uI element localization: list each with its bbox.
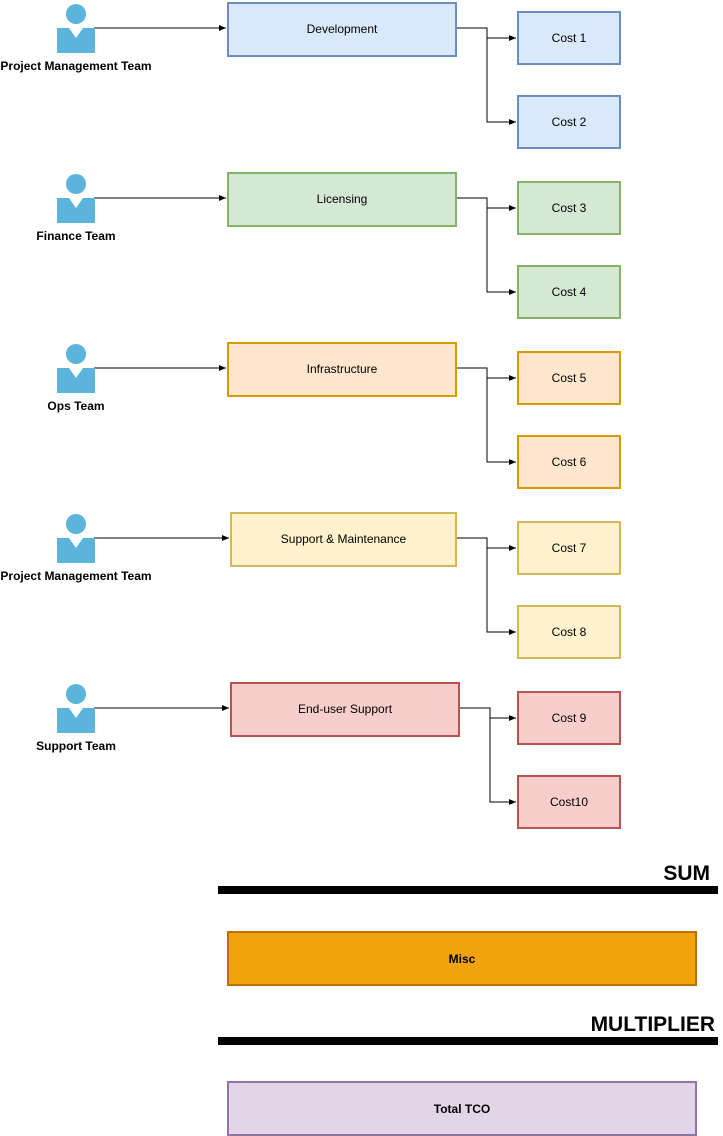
category-to-cost-arrow: [460, 707, 516, 805]
cost-box-cost-9[interactable]: Cost 9: [517, 691, 621, 745]
category-to-cost-arrow: [457, 367, 516, 465]
category-label: Development: [306, 22, 378, 36]
team-label: Project Management Team: [0, 569, 152, 583]
total-tco-label: Total TCO: [433, 1101, 491, 1116]
cost-label: Cost 2: [551, 115, 587, 129]
category-box-end-user-support[interactable]: End-user Support: [230, 682, 460, 737]
cost-label: Cost 3: [551, 201, 587, 215]
cost-box-cost-2[interactable]: Cost 2: [517, 95, 621, 149]
category-label: End-user Support: [297, 702, 393, 716]
cost-box-cost-6[interactable]: Cost 6: [517, 435, 621, 489]
person-icon: [56, 3, 96, 53]
team-label: Project Management Team: [0, 59, 152, 73]
category-label: Licensing: [316, 192, 368, 206]
cost-box-cost-5[interactable]: Cost 5: [517, 351, 621, 405]
cost-label: Cost 8: [551, 625, 587, 639]
category-to-cost-arrow: [457, 27, 516, 125]
cost-box-cost-8[interactable]: Cost 8: [517, 605, 621, 659]
cost-label: Cost 5: [551, 371, 587, 385]
cost-label: Cost 9: [551, 711, 587, 725]
cost-label: Cost 4: [551, 285, 587, 299]
category-label: Support & Maintenance: [280, 532, 407, 546]
category-box-infrastructure[interactable]: Infrastructure: [227, 342, 457, 397]
cost-box-cost-3[interactable]: Cost 3: [517, 181, 621, 235]
total-tco-box[interactable]: Total TCO: [227, 1081, 697, 1136]
category-box-support-and-maintenance[interactable]: Support & Maintenance: [230, 512, 457, 567]
person-icon: [56, 173, 96, 223]
cost-box-cost-1[interactable]: Cost 1: [517, 11, 621, 65]
cost-label: Cost 7: [551, 541, 587, 555]
category-to-cost-arrow: [457, 537, 516, 635]
misc-label: Misc: [448, 951, 476, 966]
person-icon: [56, 343, 96, 393]
category-to-cost-arrow: [460, 707, 516, 721]
cost-label: Cost10: [549, 795, 589, 809]
cost-box-cost10[interactable]: Cost10: [517, 775, 621, 829]
category-label: Infrastructure: [306, 362, 378, 376]
team-label: Support Team: [36, 739, 116, 753]
category-box-development[interactable]: Development: [227, 2, 457, 57]
cost-box-cost-4[interactable]: Cost 4: [517, 265, 621, 319]
cost-box-cost-7[interactable]: Cost 7: [517, 521, 621, 575]
misc-box[interactable]: Misc: [227, 931, 697, 986]
multiplier-heading: MULTIPLIER: [590, 1013, 715, 1036]
person-icon: [56, 513, 96, 563]
cost-label: Cost 1: [551, 31, 587, 45]
team-label: Finance Team: [36, 229, 116, 243]
category-to-cost-arrow: [457, 197, 516, 295]
cost-label: Cost 6: [551, 455, 587, 469]
sum-heading: SUM: [663, 862, 710, 885]
multiplier-divider: [218, 1037, 718, 1045]
sum-divider: [218, 886, 718, 894]
team-label: Ops Team: [47, 399, 105, 413]
person-icon: [56, 683, 96, 733]
category-box-licensing[interactable]: Licensing: [227, 172, 457, 227]
